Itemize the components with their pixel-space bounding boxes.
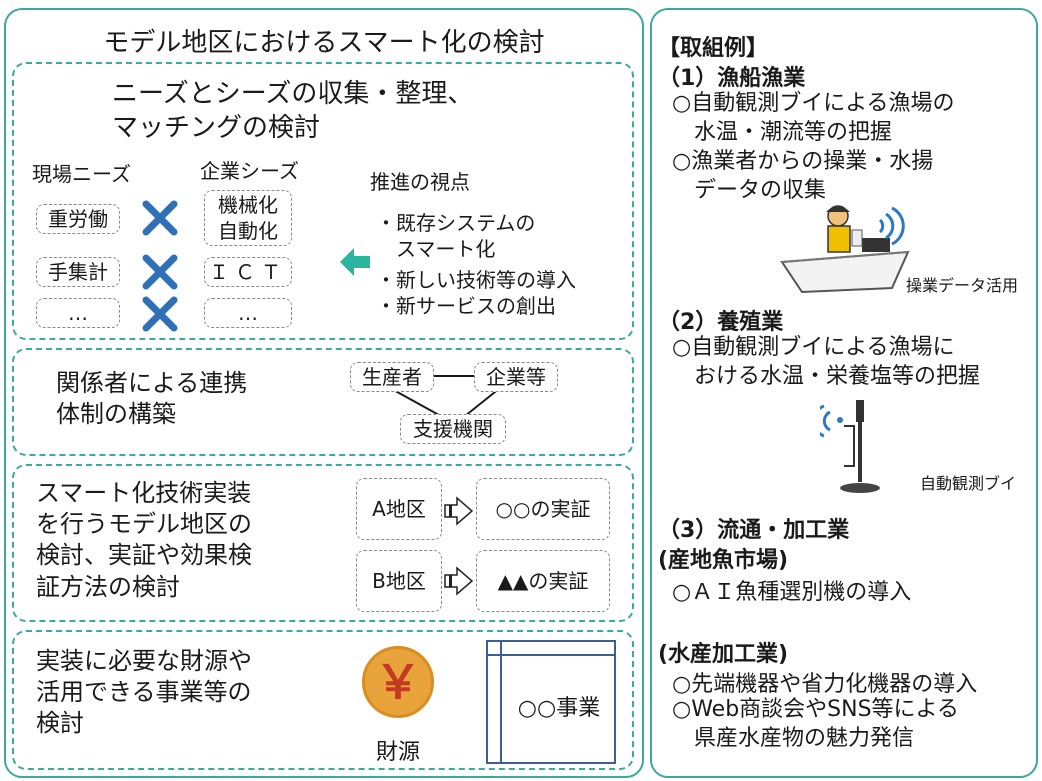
- cross-icon: [142, 200, 178, 236]
- sec2-title: （2）養殖業: [658, 310, 784, 335]
- observation-buoy-illustration: [820, 400, 880, 493]
- viewpoint-item: ・既存システムの スマート化: [376, 211, 536, 261]
- node-companies: 企業等: [474, 362, 558, 392]
- section2-text: 関係者による連携 体制の構築: [56, 369, 248, 429]
- need-box: 重労働: [36, 204, 120, 234]
- cross-icon: [142, 254, 178, 290]
- demo-box: ▲▲の実証: [476, 550, 610, 612]
- sec3-item: ○Web商談会やSNS等による 県産水産物の魅力発信: [672, 697, 959, 751]
- sec2-caption: 自動観測ブイ: [920, 474, 1017, 493]
- yen-symbol: ￥: [375, 655, 421, 709]
- seed-box: 機械化 自動化: [204, 190, 292, 246]
- fund-label: 財源: [376, 740, 421, 765]
- seed-box: ＩＣＴ: [204, 257, 292, 287]
- need-box: …: [36, 298, 120, 328]
- sec1-caption: 操業データ活用: [906, 276, 1019, 295]
- doc-line: [500, 642, 502, 762]
- project-label: ○○事業: [517, 696, 601, 721]
- yen-coin-icon: ￥: [362, 646, 434, 718]
- section1-heading: ニーズとシーズの収集・整理、 マッチングの検討: [112, 79, 474, 143]
- viewpoint-item: ・新しい技術等の導入: [376, 268, 576, 292]
- right-panel: [650, 8, 1038, 778]
- section-collaboration: [12, 348, 634, 456]
- sec1-item: ○自動観測ブイによる漁場の 水温・潮流等の把握: [672, 91, 955, 145]
- right-arrow-icon: [444, 496, 474, 526]
- section-model-area: [12, 464, 634, 622]
- left-title: モデル地区におけるスマート化の検討: [103, 28, 545, 58]
- right-arrow-icon: [444, 566, 474, 596]
- need-box: 手集計: [36, 257, 120, 287]
- section3-text: スマート化技術実装 を行うモデル地区の 検討、実証や効果検 証方法の検討: [36, 479, 252, 601]
- cross-icon: [142, 296, 178, 332]
- sec2-item: ○自動観測ブイによる漁場に おける水温・栄養塩等の把握: [672, 335, 981, 389]
- sec3-subtitle: (水産加工業): [658, 642, 789, 667]
- viewpoint-title: 推進の視点: [370, 170, 470, 194]
- left-panel: [4, 8, 644, 778]
- sec1-item: ○漁業者からの操業・水揚 データの収集: [672, 149, 934, 203]
- seed-box: …: [204, 298, 292, 328]
- viewpoint-item: ・新サービスの創出: [376, 294, 556, 318]
- sec3-item: ○ＡＩ魚種選別機の導入: [672, 580, 912, 605]
- sec3-title: （3）流通・加工業: [658, 518, 850, 543]
- left-arrow-icon: [340, 248, 370, 276]
- sec3-item: ○先端機器や省力化機器の導入: [672, 672, 978, 697]
- project-document: ○○事業: [486, 640, 616, 764]
- area-box: B地区: [356, 550, 442, 612]
- needs-label: 現場ニーズ: [32, 162, 131, 186]
- sec1-title: （1）漁船漁業: [658, 66, 806, 91]
- node-producer: 生産者: [350, 362, 434, 392]
- examples-header: 【取組例】: [658, 36, 769, 61]
- demo-box: ○○の実証: [476, 478, 610, 540]
- doc-line: [488, 654, 614, 656]
- fishing-boat-illustration: [780, 205, 910, 294]
- seeds-label: 企業シーズ: [200, 159, 299, 183]
- section-funding: [12, 630, 634, 770]
- area-box: A地区: [356, 478, 442, 540]
- section4-text: 実装に必要な財源や 活用できる事業等の 検討: [36, 647, 252, 738]
- node-support-org: 支援機関: [400, 414, 506, 444]
- sec3-subtitle: (産地魚市場): [658, 548, 789, 573]
- section-needs-seeds: [12, 62, 634, 340]
